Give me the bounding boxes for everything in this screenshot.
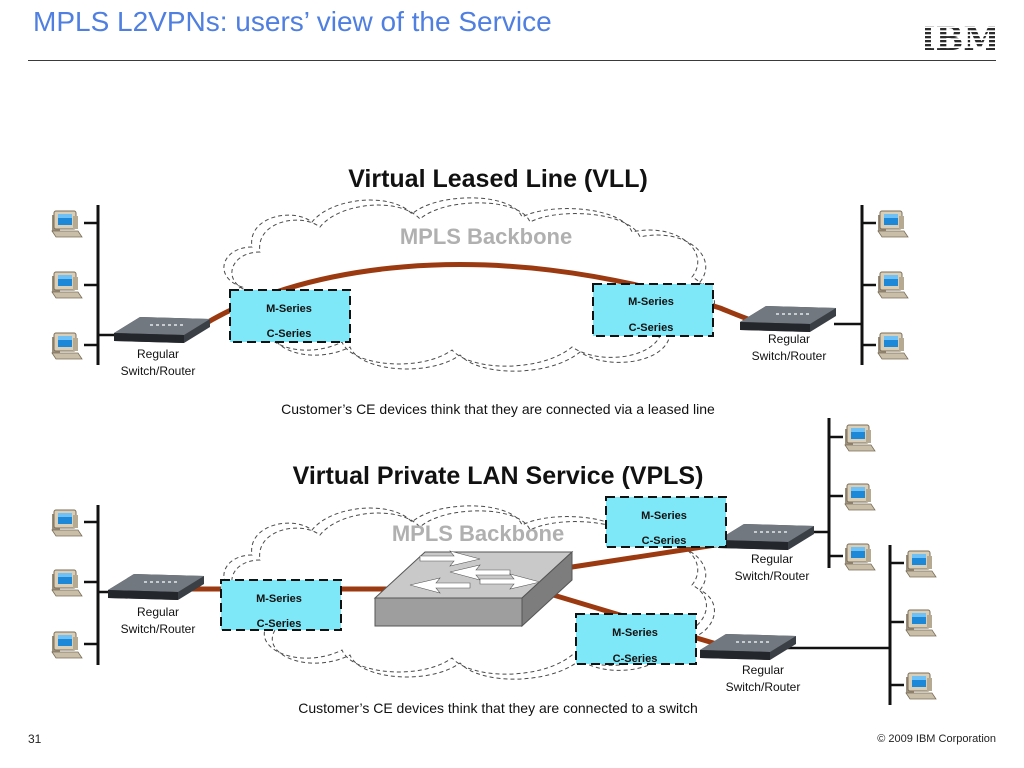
vpls-right-lower-lan <box>770 545 904 705</box>
vpls-upper-router-label-2: Switch/Router <box>735 569 810 583</box>
slide-title: MPLS L2VPNs: users’ view of the Service <box>33 6 552 37</box>
computer-icon <box>877 332 909 360</box>
computer-icon <box>51 332 83 360</box>
computer-icon <box>51 210 83 238</box>
copyright-notice: © 2009 IBM Corporation <box>877 733 996 745</box>
router-icon <box>114 317 210 343</box>
vpls-left-lan <box>84 505 118 665</box>
router-icon <box>700 634 796 660</box>
vll-left-pe-box <box>229 289 351 343</box>
vll-right-router-label-2: Switch/Router <box>752 349 827 363</box>
page-number: 31 <box>28 732 42 746</box>
vll-left-box-top: M-Series <box>266 303 312 315</box>
svg-text:IBM: IBM <box>925 20 995 56</box>
computer-icon <box>905 672 937 700</box>
vll-caption: Customer’s CE devices think that they ar… <box>281 401 715 417</box>
vpls-lower-router-label-2: Switch/Router <box>726 680 801 694</box>
vll-right-box-top: M-Series <box>628 296 674 308</box>
vpls-left-pe-box <box>220 579 342 631</box>
vpls-right-upper-lan <box>800 418 843 568</box>
vll-right-box-bottom: C-Series <box>629 322 674 334</box>
vll-left-lan <box>84 205 118 365</box>
vll-left-router-label-1: Regular <box>137 347 179 361</box>
computer-icon <box>877 210 909 238</box>
vpls-upper-box-top: M-Series <box>641 510 687 522</box>
vpls-left-router-label-1: Regular <box>137 605 179 619</box>
vpls-lower-box-bottom: C-Series <box>613 653 658 665</box>
ethernet-switch-icon <box>373 550 574 628</box>
vll-left-box-bottom: C-Series <box>267 328 312 340</box>
title-divider <box>28 60 996 61</box>
vpls-cloud-label: MPLS Backbone <box>392 521 564 546</box>
computer-icon <box>844 424 876 452</box>
router-icon <box>108 574 204 600</box>
computer-icon <box>51 271 83 299</box>
computer-icon <box>877 271 909 299</box>
vpls-left-router-label-2: Switch/Router <box>121 622 196 636</box>
vpls-lower-pe-box <box>575 613 697 665</box>
vll-left-router-label-2: Switch/Router <box>121 364 196 378</box>
vpls-left-box-bottom: C-Series <box>257 618 302 630</box>
vll-right-pe-box <box>592 283 714 337</box>
vpls-lower-router-label-1: Regular <box>742 663 784 677</box>
vpls-upper-router-label-1: Regular <box>751 552 793 566</box>
vpls-upper-pe-box <box>605 496 727 548</box>
computer-icon <box>905 609 937 637</box>
router-icon <box>718 524 814 550</box>
computer-icon <box>51 509 83 537</box>
vll-heading: Virtual Leased Line (VLL) <box>348 165 648 193</box>
vll-cloud-label: MPLS Backbone <box>400 224 572 249</box>
computer-icon <box>905 550 937 578</box>
vpls-upper-box-bottom: C-Series <box>642 535 687 547</box>
vpls-lower-box-top: M-Series <box>612 627 658 639</box>
computer-icon <box>844 483 876 511</box>
vll-right-router-label-1: Regular <box>768 332 810 346</box>
router-icon <box>740 306 836 332</box>
vpls-caption: Customer’s CE devices think that they ar… <box>298 700 697 716</box>
vpls-heading: Virtual Private LAN Service (VPLS) <box>293 462 704 490</box>
vpls-left-box-top: M-Series <box>256 593 302 605</box>
ibm-logo: IBM <box>925 20 995 56</box>
computer-icon <box>51 569 83 597</box>
vll-right-lan <box>834 205 876 365</box>
computer-icon <box>844 543 876 571</box>
computer-icon <box>51 631 83 659</box>
